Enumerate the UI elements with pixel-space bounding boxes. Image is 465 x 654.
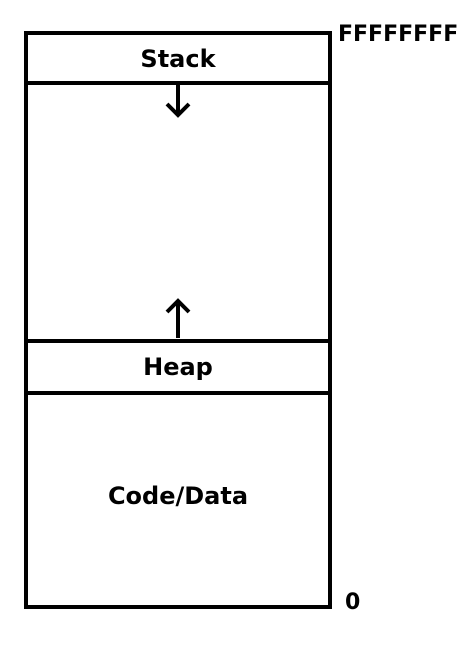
bottom-address-label: 0 (345, 590, 361, 615)
heap-label: Heap (143, 353, 213, 381)
memory-layout-box: Stack Heap Code/Data (24, 31, 332, 609)
code-data-label: Code/Data (107, 482, 249, 510)
heap-growth-up-arrow-icon (165, 298, 191, 338)
top-address-label: FFFFFFFF (338, 22, 459, 47)
stack-growth-down-arrow-icon (165, 84, 191, 118)
heap-top-divider (28, 339, 328, 343)
heap-bottom-divider (28, 391, 328, 395)
stack-divider (28, 81, 328, 85)
stack-label: Stack (140, 45, 216, 73)
